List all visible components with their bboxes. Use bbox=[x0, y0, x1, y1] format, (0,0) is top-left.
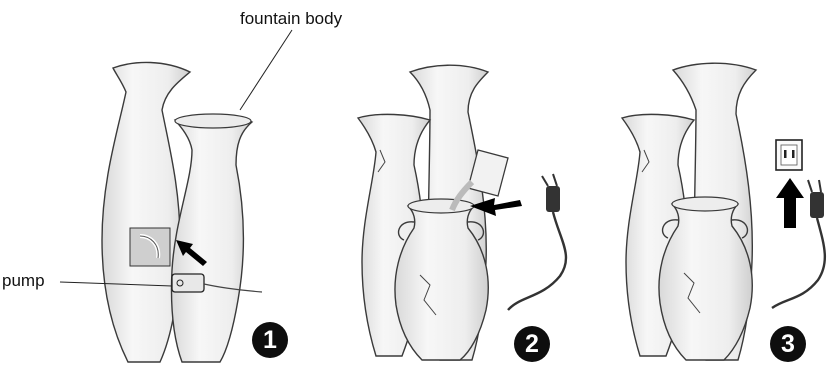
step-badge-3: 3 bbox=[770, 326, 806, 362]
plug bbox=[542, 174, 560, 212]
power-cord bbox=[508, 212, 566, 310]
step-3-illustration bbox=[622, 63, 825, 360]
step-1-illustration bbox=[60, 30, 292, 362]
step-3-arrow bbox=[776, 178, 804, 228]
power-cord bbox=[772, 218, 825, 308]
step-2-illustration bbox=[358, 65, 566, 360]
step-badge-2: 2 bbox=[514, 326, 550, 362]
second-vase bbox=[171, 114, 252, 362]
plug bbox=[808, 180, 824, 218]
wall-outlet bbox=[776, 140, 802, 170]
fountain-body-label: fountain body bbox=[240, 10, 342, 27]
fountain-body-leader-line bbox=[240, 30, 292, 110]
pump-label: pump bbox=[2, 272, 45, 289]
step-badge-1: 1 bbox=[252, 322, 288, 358]
pump-inset bbox=[130, 228, 170, 266]
